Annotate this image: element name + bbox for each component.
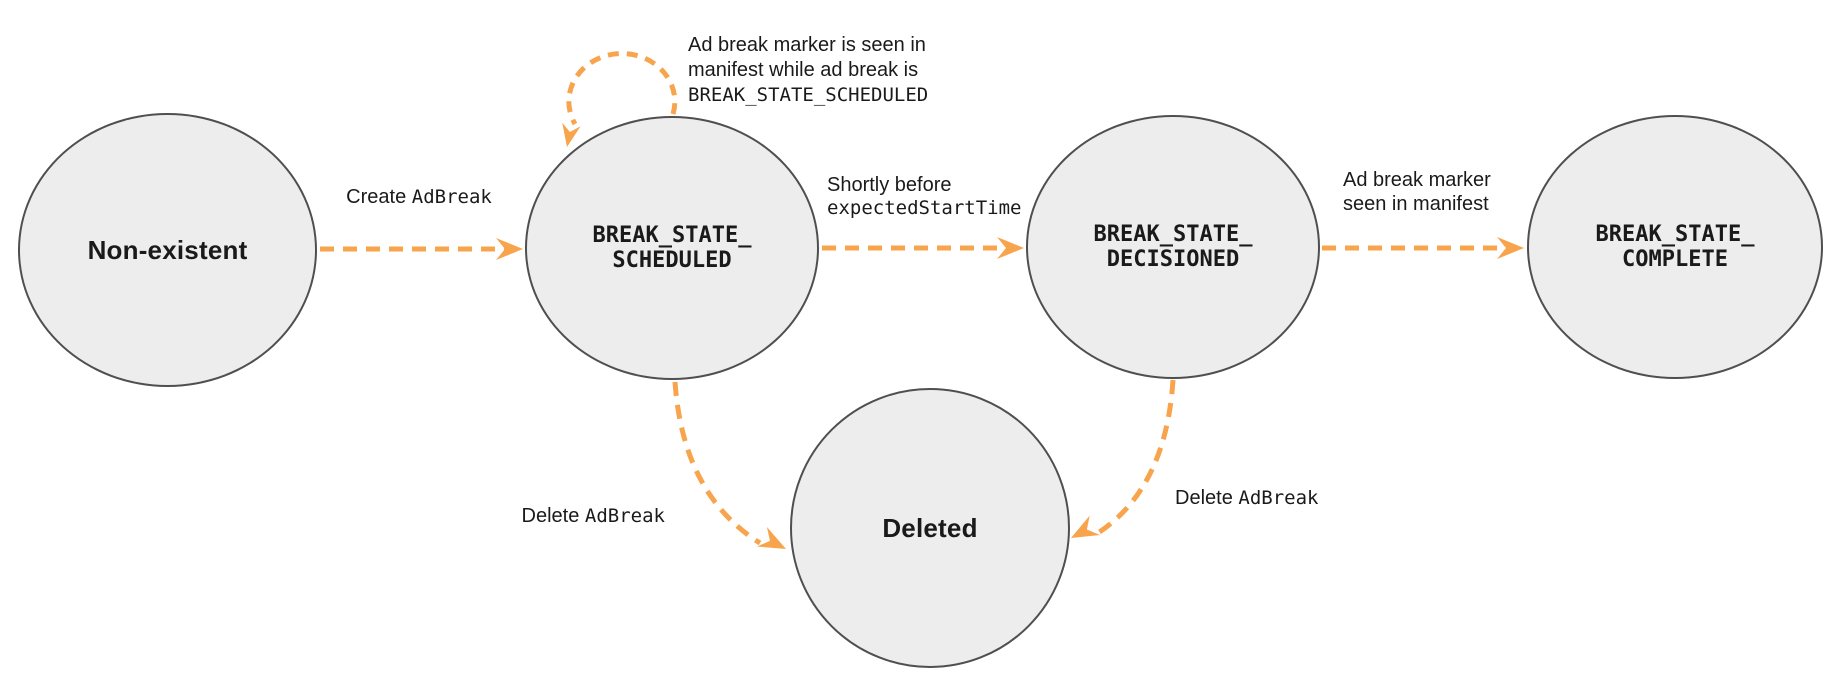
- shortly-before-label-line1: Shortly before: [827, 174, 952, 196]
- node-non-existent-label: Non-existent: [87, 235, 248, 265]
- node-scheduled-label-line1: BREAK_STATE_: [592, 223, 752, 248]
- create-arrowhead-icon: [496, 238, 523, 260]
- delete-adbreak-left-plain: Delete: [521, 505, 580, 527]
- self-loop-arrowhead-icon: [562, 122, 581, 147]
- node-break-state-complete: BREAK_STATE_ COMPLETE: [1527, 115, 1823, 379]
- marker-seen-label-line2: seen in manifest: [1343, 193, 1489, 215]
- delete-adbreak-left-label: Delete AdBreak: [465, 504, 665, 528]
- delete-left-arrow: [672, 381, 762, 546]
- delete-adbreak-right-code: AdBreak: [1238, 487, 1319, 509]
- node-deleted-label: Deleted: [882, 513, 978, 543]
- node-non-existent: Non-existent: [18, 113, 317, 387]
- self-loop-label-line1: Ad break marker is seen in: [688, 34, 926, 56]
- self-loop-label-code-line: BREAK_STATE_SCHEDULED: [688, 84, 929, 106]
- delete-right-arrowhead-icon: [1071, 515, 1101, 538]
- complete-arrowhead-icon: [1497, 237, 1524, 259]
- node-break-state-decisioned: BREAK_STATE_ DECISIONED: [1026, 115, 1320, 379]
- delete-adbreak-right-plain: Delete: [1175, 487, 1233, 509]
- node-scheduled-label-line2: SCHEDULED: [612, 248, 732, 273]
- delete-right-arrow: [1096, 379, 1176, 536]
- delete-adbreak-left-code: AdBreak: [584, 505, 665, 527]
- create-adbreak-label: Create AdBreak: [319, 185, 519, 210]
- self-loop-arrow: [566, 51, 678, 126]
- node-decisioned-label-line1: BREAK_STATE_: [1093, 222, 1253, 247]
- create-adbreak-label-code: AdBreak: [411, 186, 492, 208]
- shortly-before-label: Shortly before expectedStartTime: [827, 174, 1021, 220]
- create-adbreak-label-plain: Create: [346, 186, 407, 208]
- self-loop-label-line2: manifest while ad break is: [688, 59, 919, 81]
- node-decisioned-label-line2: DECISIONED: [1106, 247, 1240, 272]
- node-complete-label-line2: COMPLETE: [1622, 247, 1728, 272]
- shortly-before-label-code-line: expectedStartTime: [827, 197, 1022, 219]
- self-loop-label: Ad break marker is seen in manifest whil…: [688, 33, 928, 108]
- decision-arrowhead-icon: [997, 237, 1024, 259]
- marker-seen-label-line1: Ad break marker: [1343, 169, 1491, 191]
- node-complete-label-line1: BREAK_STATE_: [1595, 222, 1755, 247]
- delete-left-arrowhead-icon: [756, 526, 786, 549]
- delete-adbreak-right-label: Delete AdBreak: [1175, 486, 1318, 510]
- marker-seen-label: Ad break marker seen in manifest: [1343, 168, 1491, 216]
- node-deleted: Deleted: [790, 388, 1070, 668]
- node-break-state-scheduled: BREAK_STATE_ SCHEDULED: [525, 116, 819, 380]
